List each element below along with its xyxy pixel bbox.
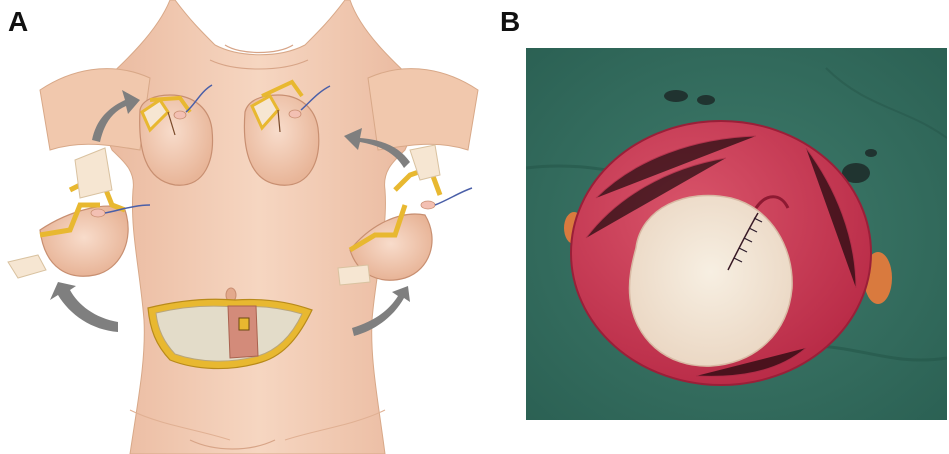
flap-photograph [526,48,947,420]
torso-illustration [0,0,520,454]
right-arm [368,69,478,150]
pedicle-square [239,318,249,330]
rectus-muscle [228,306,258,358]
flap-specimen [571,121,871,385]
arrow-left-lower [50,282,118,332]
